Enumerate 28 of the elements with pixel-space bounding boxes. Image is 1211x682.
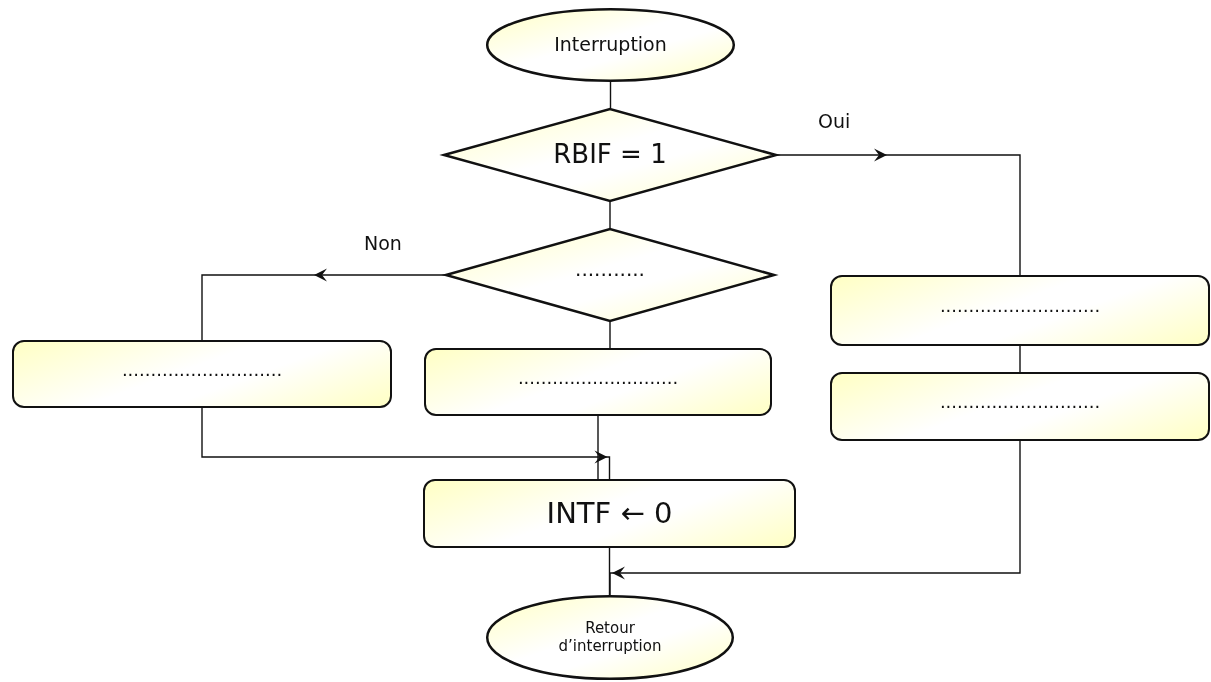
- condition-text: ...........: [575, 257, 645, 281]
- process-box: [830, 372, 1210, 441]
- connector-line: [609, 81, 612, 109]
- connector-line: [609, 321, 611, 349]
- terminal-ellipse: [486, 8, 735, 82]
- connector-line: [1019, 345, 1021, 373]
- process-text: ............................: [517, 367, 679, 389]
- arrow: [609, 440, 1021, 596]
- terminal-text: Interruption: [554, 34, 667, 56]
- process-box: [830, 275, 1210, 346]
- arrow: [201, 268, 446, 341]
- edge-label: Non: [364, 232, 402, 254]
- terminal-ellipse: [486, 595, 734, 680]
- arrow: [201, 407, 611, 480]
- process-text: ............................: [939, 392, 1101, 413]
- connector-line: [597, 415, 599, 480]
- condition-text: RBIF = 1: [553, 140, 667, 170]
- process-box: [424, 348, 772, 416]
- connector-line: [609, 201, 611, 229]
- process-box: [12, 340, 392, 408]
- arrow: [776, 148, 1021, 276]
- edge-label: Oui: [818, 110, 851, 132]
- process-text: ............................: [121, 359, 283, 381]
- process-box: [423, 479, 796, 548]
- connector-line: [608, 547, 611, 596]
- process-text: INTF ← 0: [546, 496, 673, 531]
- terminal-text: Retour d’interruption: [557, 620, 663, 655]
- process-text: ............................: [939, 296, 1101, 317]
